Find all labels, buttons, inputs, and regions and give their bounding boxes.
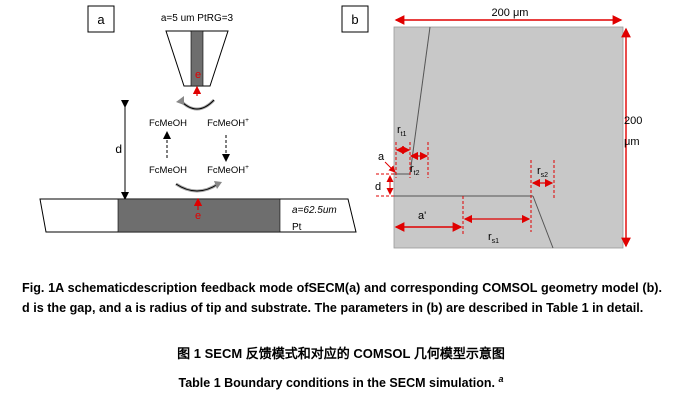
tip-params: a=5 um PtRG=3 (161, 13, 234, 24)
table-title: Table 1 Boundary conditions in the SECM … (0, 374, 682, 390)
rt1-label: rt1 (397, 124, 407, 138)
figure-caption: Fig. 1A schematicdescription feedback mo… (22, 281, 662, 315)
table-footnote-marker: a (498, 374, 504, 384)
panel-b-label-box (341, 5, 369, 33)
a-pointer (384, 161, 396, 173)
a-label: a (378, 151, 385, 163)
panel-b: b 200 μm 200 μm rt1 rt2 a d (341, 5, 642, 249)
panel-a: a a=5 um PtRG=3 e FcMeOH FcMeOH+ FcMeOH … (39, 5, 357, 233)
tip-electron-label: e (195, 69, 201, 81)
substrate-radius: a=62.5um (292, 205, 337, 216)
fcmeoh-bottom-left: FcMeOH (149, 165, 187, 176)
tip-glass-edge (409, 26, 431, 175)
rs1-label: rs1 (488, 231, 499, 245)
gap-label: d (115, 142, 122, 156)
substrate-electron-label: e (195, 210, 201, 222)
fcmeoh-bottom-right: FcMeOH+ (207, 164, 249, 176)
figure-caption-cn: 图 1 SECM 反馈模式和对应的 COMSOL 几何模型示意图 (177, 346, 505, 361)
fcmeoh-top-right: FcMeOH+ (207, 117, 249, 129)
fcmeoh-top-left: FcMeOH (149, 118, 187, 129)
panel-a-label-box (87, 5, 115, 33)
d-label: d (375, 181, 381, 193)
width-dimension-label: 200 μm (492, 7, 529, 19)
substrate-glass-edge (532, 195, 554, 249)
height-dimension-label-unit: μm (624, 136, 640, 148)
height-dimension-label-value: 200 (624, 115, 642, 127)
simulation-domain (393, 26, 624, 249)
panel-b-label: b (351, 12, 358, 27)
substrate-material: Pt (292, 222, 302, 233)
table-title-text: Table 1 Boundary conditions in the SECM … (178, 376, 495, 391)
rs2-label: rs2 (537, 165, 548, 179)
a-prime-label: a' (418, 210, 426, 222)
rt2-label: rt2 (410, 163, 420, 177)
panel-a-label: a (97, 12, 105, 27)
